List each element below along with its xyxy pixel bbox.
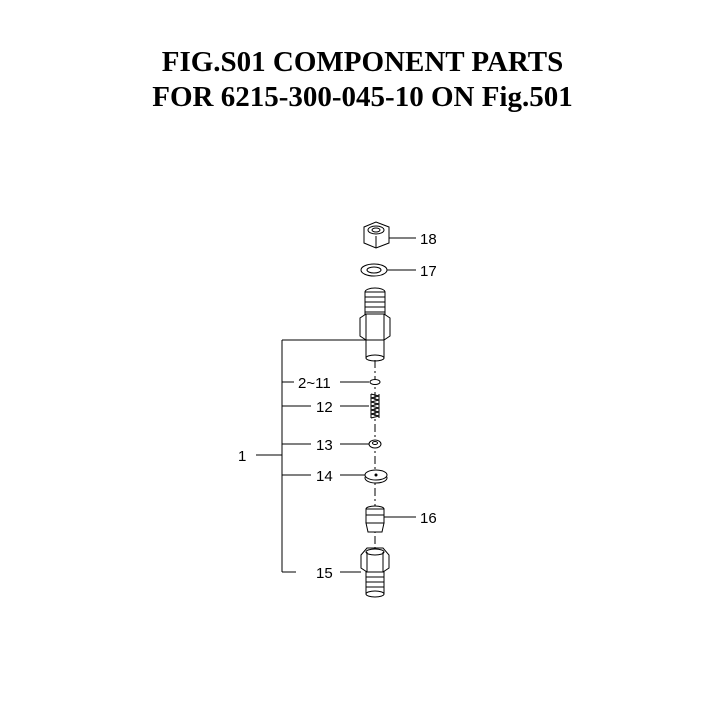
part-14-plate xyxy=(364,469,388,484)
callout-18: 18 xyxy=(420,231,437,248)
callout-13: 13 xyxy=(316,437,333,454)
callout-14: 14 xyxy=(316,468,333,485)
callout-17: 17 xyxy=(420,263,437,280)
part-16-delivery-valve xyxy=(365,505,385,533)
callout-15: 15 xyxy=(316,565,333,582)
part-2-11-o-ring xyxy=(369,379,381,385)
part-valve-holder xyxy=(359,287,391,362)
callout-2-11: 2~11 xyxy=(298,375,331,392)
figure-title-line-1: FIG.S01 COMPONENT PARTS xyxy=(161,46,564,78)
group-bracket-1 xyxy=(256,339,366,573)
callout-12: 12 xyxy=(316,399,333,416)
part-18-hex-nut xyxy=(363,221,390,249)
part-15-valve-body xyxy=(360,547,390,598)
callout-16: 16 xyxy=(420,510,437,527)
part-17-washer xyxy=(360,263,388,277)
figure-title-line-2: FOR 6215-300-045-10 ON Fig.501 xyxy=(152,81,573,113)
callout-1: 1 xyxy=(238,448,246,465)
part-12-spring xyxy=(370,393,380,419)
part-13-spring-seat xyxy=(368,439,382,449)
